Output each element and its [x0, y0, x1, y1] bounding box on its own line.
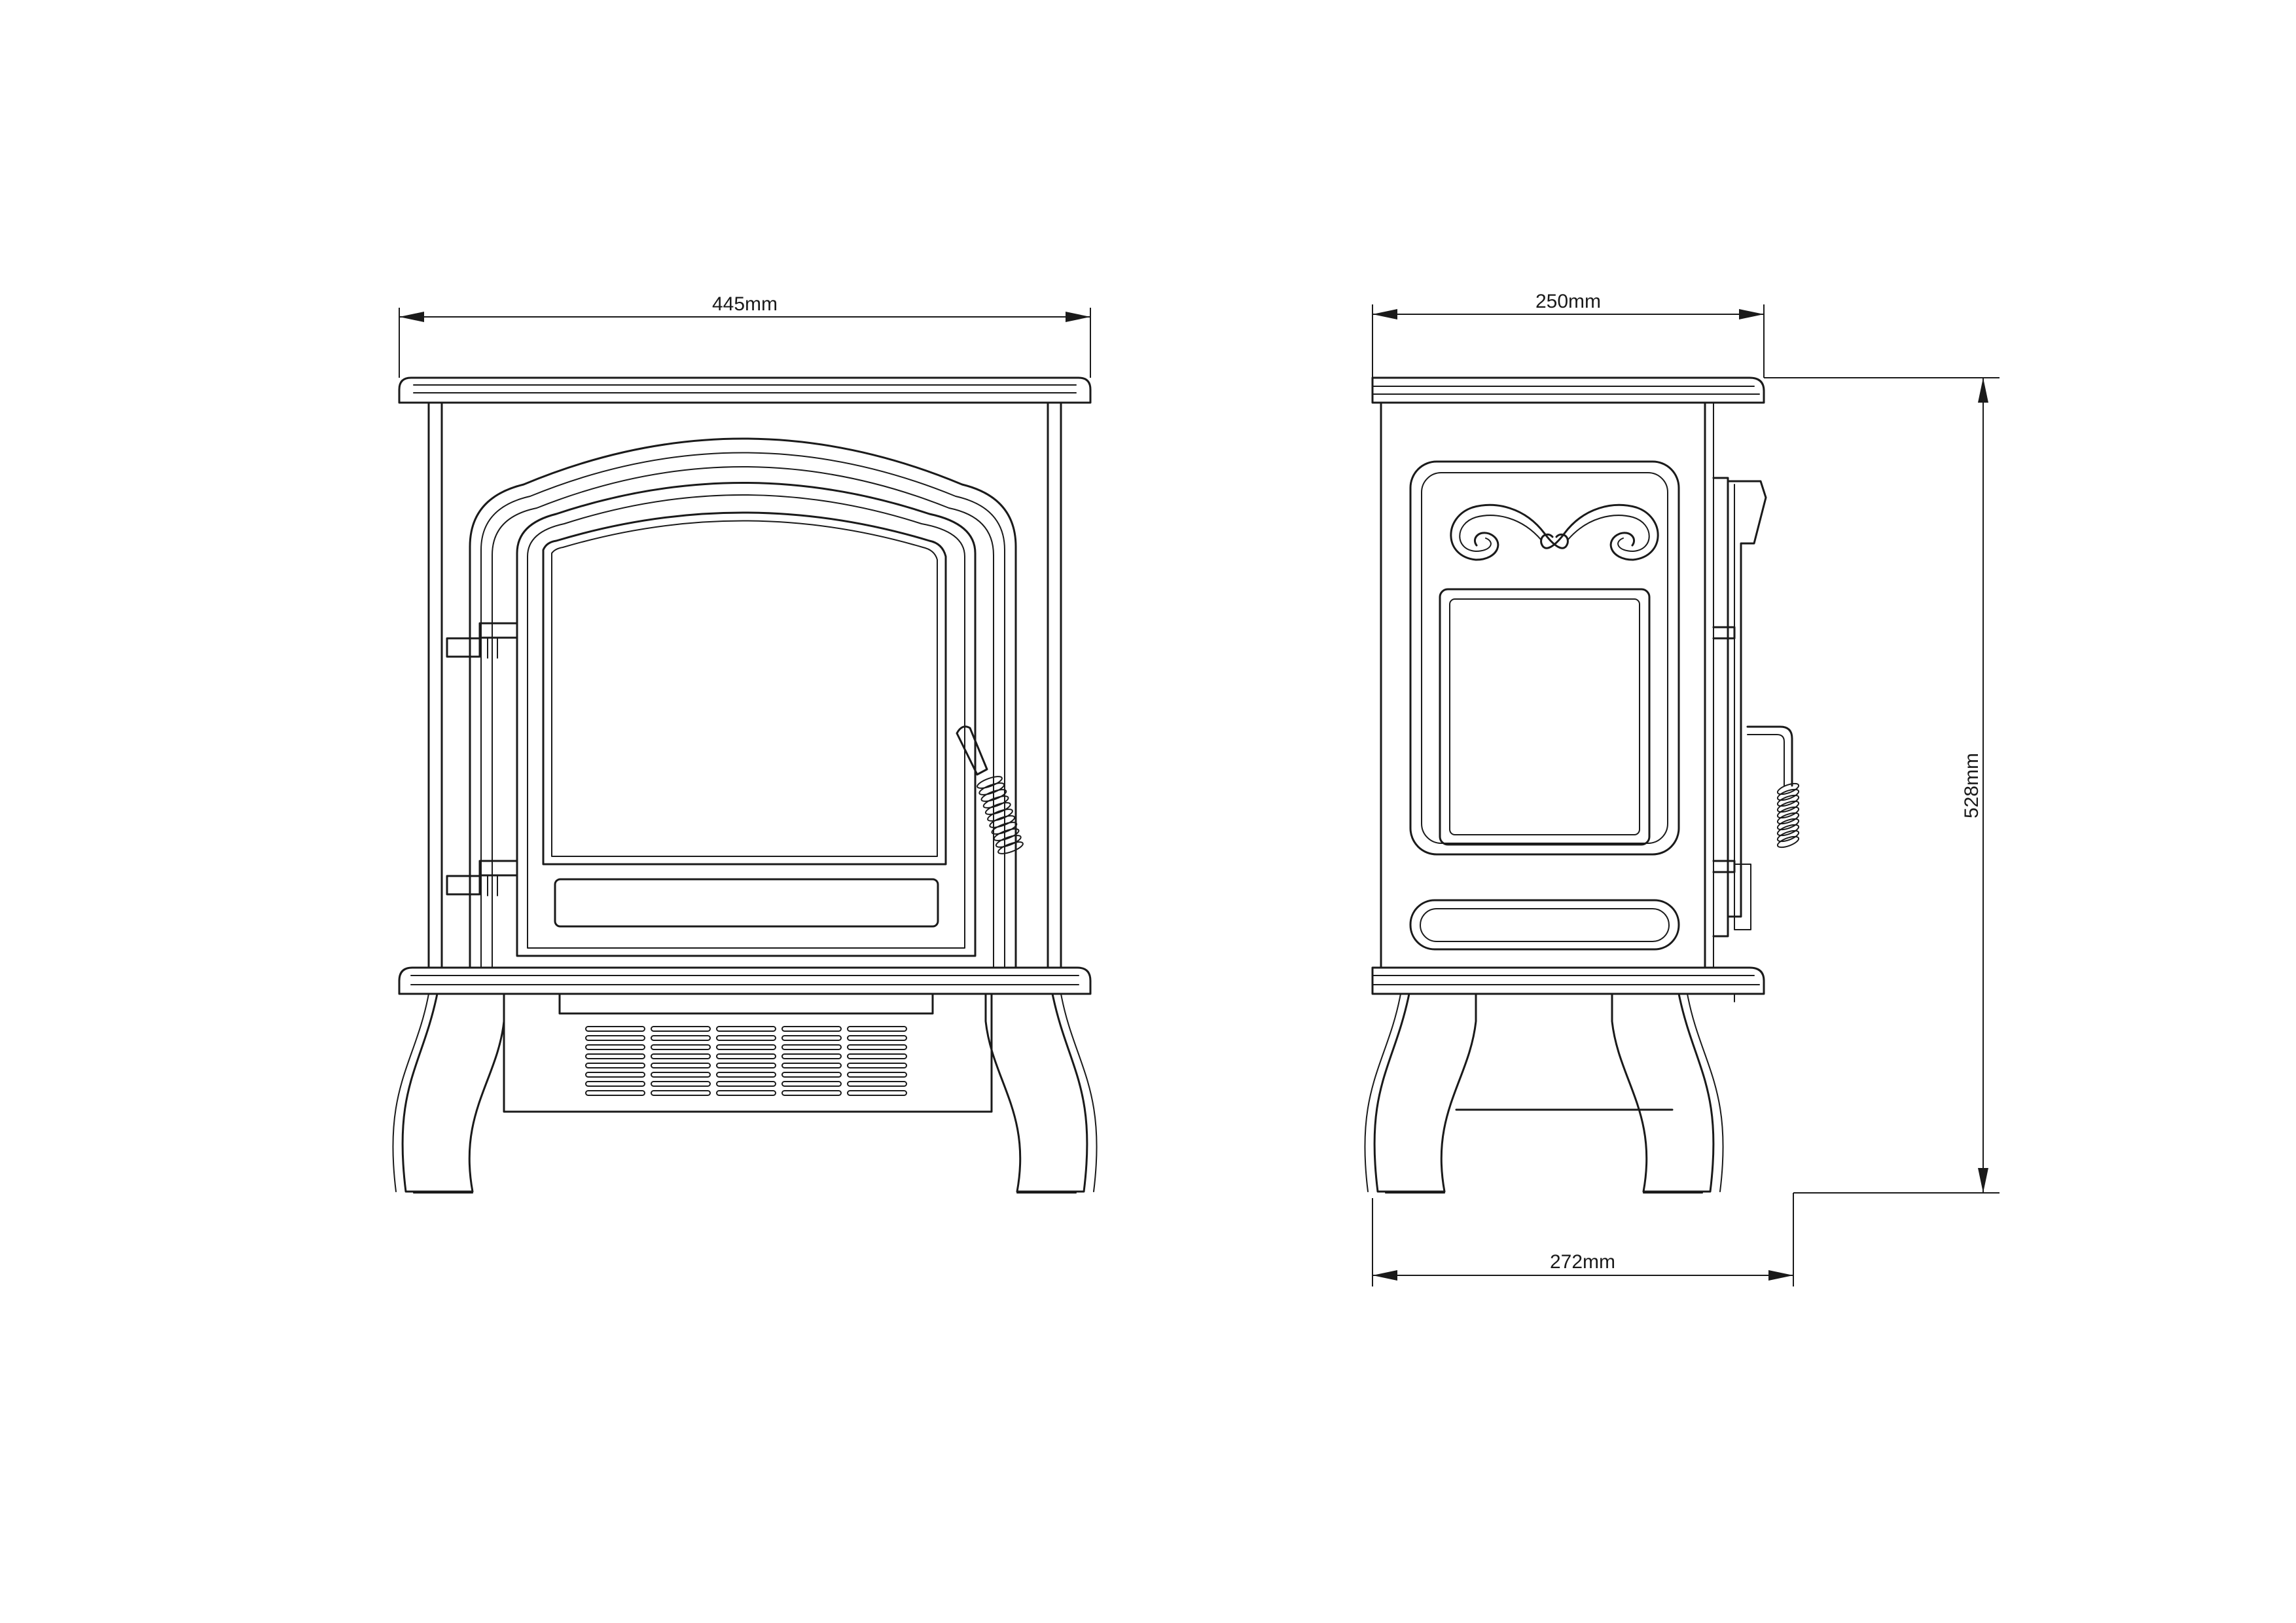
- vent-slot: [847, 1072, 907, 1078]
- fire-door: [516, 482, 977, 957]
- side-leg-left: [1364, 993, 1477, 1194]
- spring-coil: [1776, 806, 1800, 819]
- vent-slot: [716, 1053, 776, 1059]
- vent-slot: [716, 1035, 776, 1041]
- side-view: 250mm 528mm 272mm: [1364, 291, 2000, 1286]
- door-surround: [469, 437, 1017, 969]
- vent-slot: [716, 1026, 776, 1032]
- vent-slot: [781, 1053, 842, 1059]
- spring-coil: [989, 815, 1016, 828]
- door-lower-panel: [554, 878, 939, 928]
- vent-slot: [716, 1063, 776, 1068]
- door-handle: [956, 725, 1024, 854]
- spring-coil: [1776, 835, 1800, 848]
- side-top-plate: [1371, 376, 1765, 404]
- spring-coil: [1776, 788, 1800, 801]
- vent-slot: [651, 1081, 711, 1087]
- vent-slot: [847, 1044, 907, 1050]
- front-width-label: 445mm: [712, 293, 778, 315]
- vent-slot: [651, 1053, 711, 1059]
- vent-slot: [716, 1072, 776, 1078]
- vent-slot: [781, 1044, 842, 1050]
- spring-coil: [1776, 818, 1800, 831]
- spring-coil: [978, 782, 1005, 795]
- spring-coil: [995, 835, 1022, 848]
- front-leg-left: [392, 993, 505, 1194]
- vent-slot: [781, 1063, 842, 1068]
- spring-coil: [987, 809, 1013, 822]
- vent-slot: [847, 1035, 907, 1041]
- spring-coil: [1776, 782, 1800, 795]
- spring-coil: [993, 828, 1020, 841]
- vent-slot: [847, 1081, 907, 1087]
- vent-slot: [651, 1026, 711, 1032]
- vent-slot: [651, 1063, 711, 1068]
- vent-slot: [781, 1081, 842, 1087]
- spring-coil: [991, 822, 1018, 835]
- side-depth-base-label: 272mm: [1550, 1251, 1615, 1273]
- vent-slot: [781, 1090, 842, 1096]
- vent-slot: [585, 1044, 645, 1050]
- spring-coil: [977, 776, 1003, 789]
- vent-slot: [781, 1026, 842, 1032]
- spring-coil: [997, 841, 1024, 854]
- door-hinge-bottom: [446, 860, 518, 896]
- spring-coil: [982, 795, 1009, 809]
- vent-slot: [585, 1026, 645, 1032]
- vent-slot: [847, 1026, 907, 1032]
- vent-slot: [651, 1072, 711, 1078]
- side-lower-slot: [1409, 899, 1680, 951]
- dimension-height: 528mm: [1764, 377, 2000, 1194]
- door-hinge-top: [446, 622, 518, 659]
- vent-slot: [651, 1035, 711, 1041]
- vent-slot: [847, 1090, 907, 1096]
- spring-coil: [980, 789, 1007, 802]
- dimension-front-width: 445mm: [399, 293, 1091, 378]
- scroll-ornament: [1450, 503, 1659, 561]
- door-glass: [542, 511, 947, 866]
- vent-slot: [781, 1072, 842, 1078]
- spring-coil: [1776, 794, 1800, 807]
- heater-vents: [585, 1026, 907, 1096]
- front-side-columns: [427, 401, 1062, 969]
- vent-slot: [716, 1081, 776, 1087]
- spring-coil: [1776, 830, 1800, 843]
- front-leg-right: [984, 993, 1098, 1194]
- vent-slot: [847, 1053, 907, 1059]
- vent-slot: [847, 1063, 907, 1068]
- dimension-side-depth-base: 272mm: [1372, 1193, 1794, 1286]
- vent-slot: [651, 1090, 711, 1096]
- vent-slot: [585, 1053, 645, 1059]
- front-view: 445mm: [392, 293, 1098, 1194]
- vent-slot: [585, 1063, 645, 1068]
- front-top-plate: [398, 376, 1092, 404]
- dimension-side-depth-top: 250mm: [1372, 291, 1765, 378]
- spring-coil: [1776, 812, 1800, 825]
- vent-slot: [585, 1035, 645, 1041]
- side-leg-right: [1611, 993, 1724, 1194]
- side-body: [1380, 401, 1714, 969]
- vent-slot: [716, 1044, 776, 1050]
- side-depth-top-label: 250mm: [1535, 291, 1601, 312]
- vent-slot: [651, 1044, 711, 1050]
- vent-slot: [585, 1072, 645, 1078]
- front-base-plinth: [398, 966, 1092, 995]
- spring-coil: [1776, 800, 1800, 813]
- vent-slot: [585, 1081, 645, 1087]
- vent-slot: [716, 1090, 776, 1096]
- side-heater-unit: [1455, 993, 1735, 1111]
- heater-unit: [503, 993, 993, 1113]
- height-label: 528mm: [1961, 753, 1982, 818]
- vent-slot: [585, 1090, 645, 1096]
- spring-coil: [1776, 824, 1800, 837]
- spring-coil: [984, 802, 1011, 815]
- side-door-profile: [1712, 477, 1800, 938]
- side-base-plinth: [1371, 966, 1765, 995]
- side-decor-panel: [1409, 460, 1680, 856]
- vent-slot: [781, 1035, 842, 1041]
